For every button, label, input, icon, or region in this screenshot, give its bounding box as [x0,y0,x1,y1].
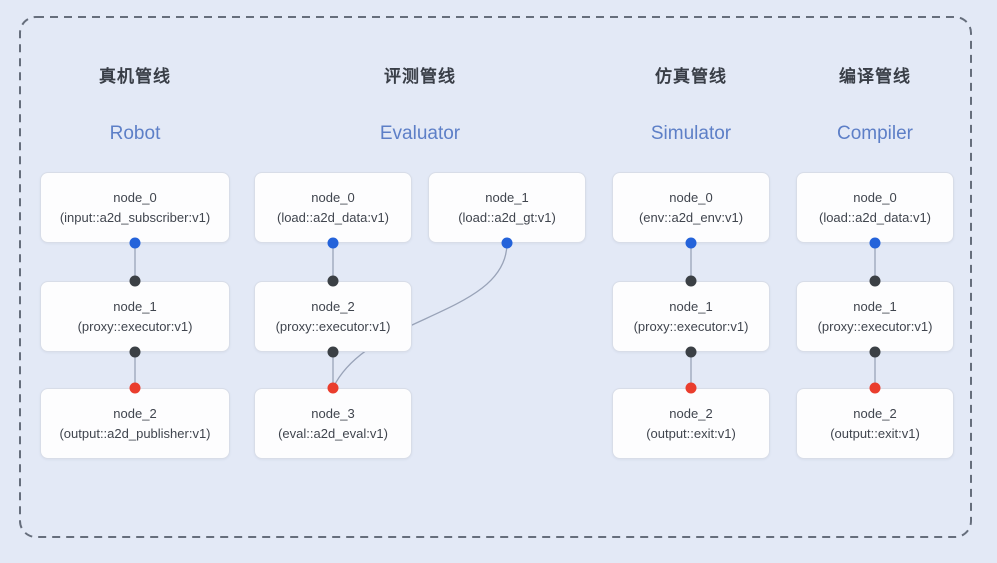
node-robot-2: node_2 (output::a2d_publisher:v1) [40,388,230,459]
node-compiler-0: node_0 (load::a2d_data:v1) [796,172,954,243]
port-input-dot [129,382,141,394]
port-input-dot [685,382,697,394]
node-title: node_1 [485,190,529,205]
node-title: node_0 [113,190,157,205]
node-title: node_3 [311,406,355,421]
header-en-evaluator: Evaluator [379,123,461,144]
node-title: node_0 [669,190,713,205]
node-title: node_0 [311,190,355,205]
port-input-dot [685,275,697,287]
node-evaluator-3: node_3 (eval::a2d_eval:v1) [254,388,412,459]
node-title: node_2 [113,406,157,421]
port-input-dot [869,382,881,394]
node-robot-0: node_0 (input::a2d_subscriber:v1) [40,172,230,243]
port-output-dot [685,237,697,249]
port-input-dot [869,275,881,287]
port-output-dot [501,237,513,249]
node-robot-1: node_1 (proxy::executor:v1) [40,281,230,352]
node-compiler-2: node_2 (output::exit:v1) [796,388,954,459]
node-evaluator-0: node_0 (load::a2d_data:v1) [254,172,412,243]
node-title: node_2 [669,406,713,421]
node-evaluator-1: node_1 (load::a2d_gt:v1) [428,172,586,243]
node-type: (output::exit:v1) [830,426,920,441]
node-type: (proxy::executor:v1) [77,319,193,334]
header-en-compiler: Compiler [836,123,914,144]
edge-evaluator-1-3-curve [333,242,508,387]
node-type: (proxy::executor:v1) [275,319,391,334]
header-zh-evaluator: 评测管线 [384,67,456,86]
port-output-dot [129,346,141,358]
node-compiler-1: node_1 (proxy::executor:v1) [796,281,954,352]
node-title: node_0 [853,190,897,205]
node-title: node_1 [669,299,713,314]
header-zh-robot: 真机管线 [99,67,171,86]
node-type: (output::exit:v1) [646,426,736,441]
node-type: (load::a2d_gt:v1) [458,210,556,225]
port-output-dot [685,346,697,358]
header-en-simulator: Simulator [650,123,732,144]
port-output-dot [129,237,141,249]
node-type: (proxy::executor:v1) [817,319,933,334]
port-output-dot [869,237,881,249]
header-zh-simulator: 仿真管线 [655,67,727,86]
port-output-dot [327,346,339,358]
port-output-dot [327,237,339,249]
port-input-dot [327,275,339,287]
node-type: (env::a2d_env:v1) [638,210,744,225]
node-type: (input::a2d_subscriber:v1) [59,210,211,225]
node-title: node_2 [311,299,355,314]
header-en-robot: Robot [109,123,161,144]
node-title: node_2 [853,406,897,421]
node-simulator-1: node_1 (proxy::executor:v1) [612,281,770,352]
port-input-dot [129,275,141,287]
node-type: (eval::a2d_eval:v1) [278,426,388,441]
node-type: (load::a2d_data:v1) [276,210,390,225]
node-simulator-0: node_0 (env::a2d_env:v1) [612,172,770,243]
dashed-border [19,16,972,538]
port-input-dot [327,382,339,394]
node-simulator-2: node_2 (output::exit:v1) [612,388,770,459]
port-output-dot [869,346,881,358]
node-type: (load::a2d_data:v1) [818,210,932,225]
node-type: (output::a2d_publisher:v1) [59,426,211,441]
node-evaluator-2: node_2 (proxy::executor:v1) [254,281,412,352]
node-title: node_1 [853,299,897,314]
node-type: (proxy::executor:v1) [633,319,749,334]
header-zh-compiler: 编译管线 [839,67,911,86]
node-title: node_1 [113,299,157,314]
